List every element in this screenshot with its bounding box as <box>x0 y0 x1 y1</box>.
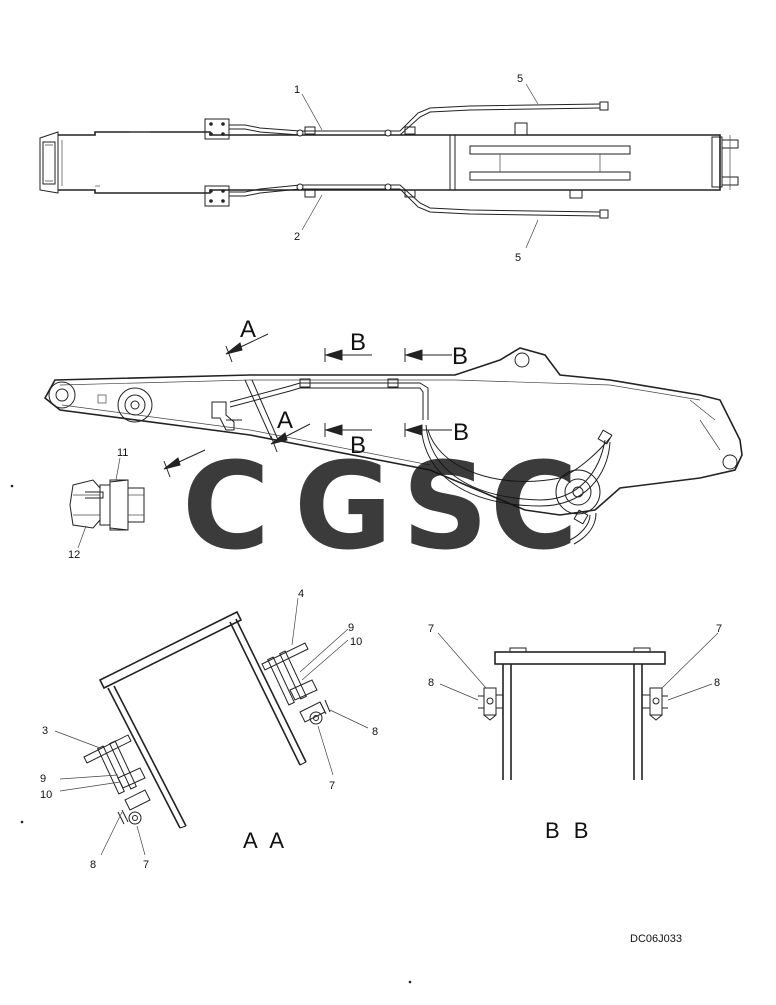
top-plan-view: 1 2 5 5 <box>39 73 739 264</box>
section-marker-a-top: A <box>240 316 256 343</box>
watermark-letter-c2: C <box>490 438 578 577</box>
section-aa-view: 3 4 9 10 9 10 8 7 8 7 A A <box>40 588 378 871</box>
bb-callout-7-right: 7 <box>716 623 722 635</box>
aa-callout-4: 4 <box>298 588 304 600</box>
aa-callout-9-left: 9 <box>40 773 46 785</box>
bb-callout-8-right: 8 <box>714 677 720 689</box>
aa-callout-7-right: 7 <box>329 780 335 792</box>
aa-callout-8-right: 8 <box>372 726 378 738</box>
bb-callout-8-left: 8 <box>428 677 434 689</box>
watermark-letter-g: G <box>294 438 393 577</box>
side-elevation-view: A A B B B B <box>43 316 743 561</box>
drawing-code: DC06J033 <box>630 933 682 945</box>
section-marker-a-mid: A <box>277 407 293 434</box>
watermark-letter-c1: C <box>182 438 270 577</box>
callout-2: 2 <box>294 231 300 243</box>
callout-1: 1 <box>294 84 300 96</box>
callout-5-lower: 5 <box>515 252 521 264</box>
view-label-bb: B B <box>545 818 592 843</box>
section-marker-b-3: B <box>350 432 366 459</box>
bb-callout-7-left: 7 <box>428 623 434 635</box>
aa-callout-8-left: 8 <box>90 859 96 871</box>
aa-callout-10-right: 10 <box>350 636 362 648</box>
aa-callout-7-left: 7 <box>143 859 149 871</box>
section-marker-b-4: B <box>453 419 469 446</box>
fitting-detail: 11 12 <box>68 447 145 561</box>
callout-5-upper: 5 <box>517 73 523 85</box>
section-marker-b-1: B <box>350 329 366 356</box>
watermark-letter-s: S <box>402 438 488 577</box>
section-bb-view: 7 8 7 8 B B <box>428 623 722 843</box>
aa-callout-10-left: 10 <box>40 789 52 801</box>
callout-11: 11 <box>117 447 128 459</box>
callout-12: 12 <box>68 549 80 561</box>
section-marker-b-2: B <box>452 343 468 370</box>
watermark-logo: C G S C <box>182 438 578 577</box>
aa-callout-3: 3 <box>42 725 48 737</box>
view-label-aa: A A <box>243 828 288 853</box>
aa-callout-9-right: 9 <box>348 622 354 634</box>
